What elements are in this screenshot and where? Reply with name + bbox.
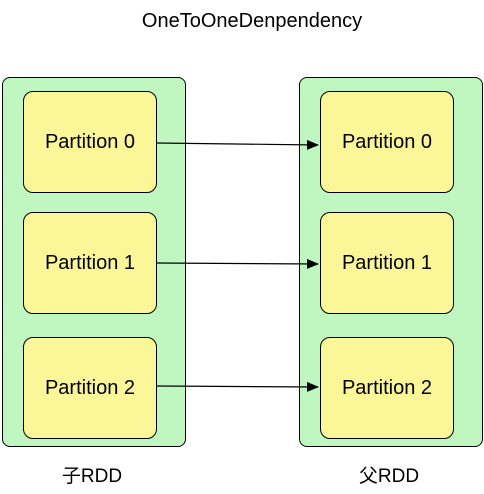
parent-partition-2: Partition 2 bbox=[320, 337, 454, 439]
parent-rdd-container: Partition 0 Partition 1 Partition 2 bbox=[299, 77, 483, 447]
child-partition-2: Partition 2 bbox=[23, 337, 157, 439]
child-rdd-label: 子RDD bbox=[61, 466, 123, 487]
child-partition-1: Partition 1 bbox=[23, 212, 157, 314]
child-partition-0: Partition 0 bbox=[23, 91, 157, 193]
parent-partition-0: Partition 0 bbox=[320, 91, 454, 193]
diagram-title: OneToOneDenpendency bbox=[141, 10, 363, 32]
parent-rdd-label: 父RDD bbox=[358, 466, 420, 487]
parent-partition-1: Partition 1 bbox=[320, 212, 454, 314]
child-rdd-container: Partition 0 Partition 1 Partition 2 bbox=[2, 77, 186, 447]
